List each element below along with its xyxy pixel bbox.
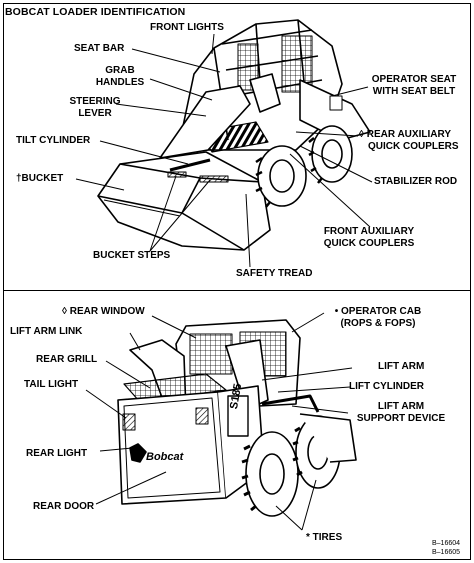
label-stabilizer-rod: STABILIZER ROD (374, 176, 458, 187)
label-bucket: †BUCKET (16, 173, 64, 184)
rear-loader-illustration (117, 319, 357, 517)
front-loader-illustration (97, 19, 371, 251)
label-steering-lever-line1: STEERING (69, 96, 121, 107)
label-lift-cylinder: LIFT CYLINDER (349, 381, 424, 392)
label-operator-seat-line2: WITH SEAT BELT (372, 86, 456, 97)
label-front-lights: FRONT LIGHTS (150, 22, 224, 33)
label-support-device: LIFT ARM SUPPORT DEVICE (346, 401, 456, 425)
view-divider (4, 290, 470, 291)
label-grab-handles-line2: HANDLES (95, 77, 145, 88)
label-bucket-steps: BUCKET STEPS (93, 250, 171, 261)
label-operator-cab-line2: (ROPS & FOPS) (340, 318, 416, 329)
label-rear-window: ◊ REAR WINDOW (62, 306, 145, 317)
label-steering-lever-line2: LEVER (78, 108, 112, 119)
label-grab-handles-line1: GRAB (105, 65, 135, 76)
label-front-aux: FRONT AUXILIARY QUICK COUPLERS (318, 226, 420, 250)
label-rear-aux-line2: QUICK COUPLERS (368, 141, 459, 152)
ref-number-1: B–16604 (432, 540, 461, 547)
label-rear-grill: REAR GRILL (36, 354, 98, 365)
top-leader-lines (75, 33, 373, 268)
label-lift-arm-link: LIFT ARM LINK (10, 326, 83, 337)
bottom-leader-lines (85, 312, 353, 531)
label-front-aux-line1: FRONT AUXILIARY (323, 226, 415, 237)
label-support-device-line2: SUPPORT DEVICE (356, 413, 446, 424)
front-tire-left (257, 145, 307, 207)
label-seat-bar: SEAT BAR (74, 43, 125, 54)
label-front-aux-line2: QUICK COUPLERS (323, 238, 415, 249)
label-rear-light: REAR LIGHT (26, 448, 88, 459)
brand-decal: Bobcat (146, 451, 184, 463)
label-rear-aux: ◊ REAR AUXILIARY QUICK COUPLERS (359, 129, 459, 153)
rear-tire-front (245, 431, 299, 517)
label-safety-tread: SAFETY TREAD (236, 268, 313, 279)
label-operator-cab-line1: • OPERATOR CAB (334, 306, 422, 317)
seat-shape (249, 73, 281, 113)
label-support-device-line1: LIFT ARM (377, 401, 425, 412)
label-steering-lever: STEERING LEVER (60, 96, 130, 120)
label-lift-arm: LIFT ARM (378, 361, 425, 372)
label-operator-cab: • OPERATOR CAB (ROPS & FOPS) (326, 306, 430, 330)
label-rear-aux-line1: ◊ REAR AUXILIARY (359, 129, 451, 140)
ref-number-2: B–16605 (432, 549, 461, 556)
label-operator-seat: OPERATOR SEAT WITH SEAT BELT (366, 74, 462, 98)
label-grab-handles: GRAB HANDLES (88, 65, 152, 89)
label-tilt-cylinder: TILT CYLINDER (16, 135, 91, 146)
label-operator-seat-line1: OPERATOR SEAT (371, 74, 457, 85)
diagram-title: BOBCAT LOADER IDENTIFICATION (5, 6, 186, 18)
label-tail-light: TAIL LIGHT (24, 379, 79, 390)
label-tires: * TIRES (306, 532, 343, 543)
label-rear-door: REAR DOOR (33, 501, 95, 512)
